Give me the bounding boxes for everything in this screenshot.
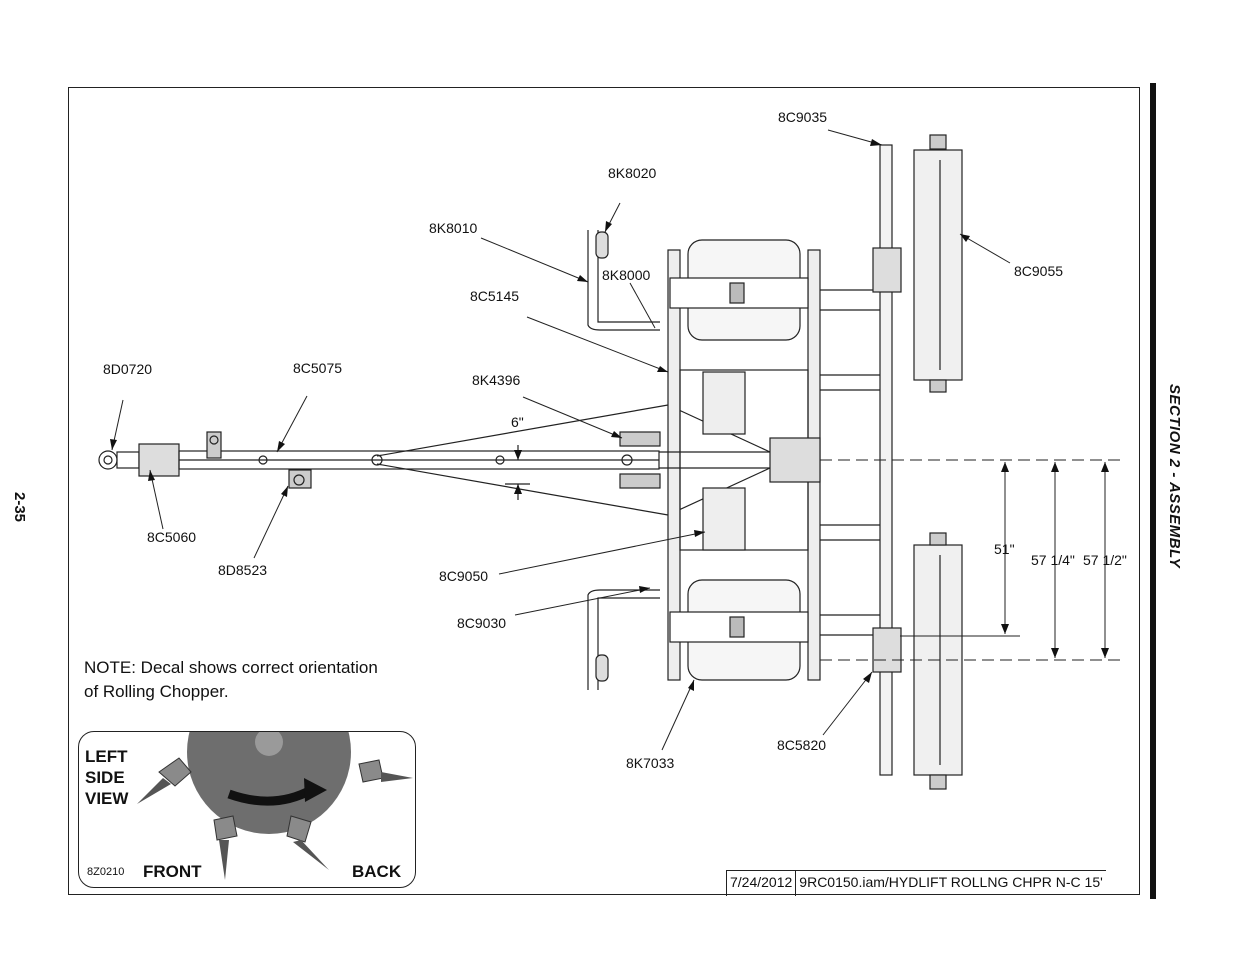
callout-8c9030: 8C9030 (457, 615, 507, 631)
dimension-offset: 6" (511, 414, 524, 430)
note-line-2: of Rolling Chopper. (84, 682, 229, 701)
decal-back-label: BACK (352, 862, 402, 881)
decal-left-side-view: LEFT SIDE VIEW (85, 746, 128, 809)
callout-8k4396: 8K4396 (472, 372, 521, 388)
leader-arrowheads (110, 139, 1109, 691)
hitch-tongue (98, 431, 660, 489)
decal-left-label: LEFT (85, 747, 128, 766)
callout-8c9050: 8C9050 (439, 568, 489, 584)
dimension-57-1-4: 57 1/4" (1031, 552, 1075, 568)
note-line-1: NOTE: Decal shows correct orientation (84, 658, 378, 677)
callout-8d8523: 8D8523 (218, 562, 268, 578)
page-number: 2-35 (11, 492, 28, 523)
callout-8k7033: 8K7033 (626, 755, 675, 771)
decal-illustration: LEFT SIDE VIEW 8Z0210 FRONT BACK (78, 731, 416, 888)
callout-8k8000: 8K8000 (602, 267, 651, 283)
dimension-51: 51" (994, 541, 1015, 557)
callout-8c5060: 8C5060 (147, 529, 197, 545)
callout-8k8010: 8K8010 (429, 220, 478, 236)
callout-8c5145: 8C5145 (470, 288, 520, 304)
drawing-date: 7/24/2012 (727, 871, 797, 896)
drawing-file-name: 9RC0150.iam/HYDLIFT ROLLNG CHPR N-C 15' (799, 874, 1103, 890)
decal-front-label: FRONT (143, 862, 202, 881)
dimension-57-1-2: 57 1/2" (1083, 552, 1127, 568)
page-edge-rule (1150, 83, 1156, 899)
drawing-frame (68, 87, 1140, 895)
decal-part-number: 8Z0210 (87, 866, 125, 878)
callout-8d0720: 8D0720 (103, 361, 153, 377)
callout-8c9055: 8C9055 (1014, 263, 1064, 279)
callout-8c5075: 8C5075 (293, 360, 343, 376)
orientation-note: NOTE: Decal shows correct orientation of… (84, 656, 378, 704)
decal-side-label: SIDE (85, 768, 125, 787)
light-brackets (587, 230, 660, 690)
section-title: SECTION 2 - ASSEMBLY (1166, 384, 1183, 569)
transport-wheels (669, 239, 809, 681)
callout-8c9035: 8C9035 (778, 109, 828, 125)
rolling-chopper-decal-art (137, 732, 413, 880)
decal-view-label: VIEW (85, 789, 129, 808)
title-block: 7/24/2012 9RC0150.iam/HYDLIFT ROLLNG CHP… (726, 870, 1106, 896)
callout-8c5820: 8C5820 (777, 737, 827, 753)
lift-cylinders (619, 371, 746, 551)
callout-8k8020: 8K8020 (608, 165, 657, 181)
dimension-lines (820, 459, 1120, 661)
